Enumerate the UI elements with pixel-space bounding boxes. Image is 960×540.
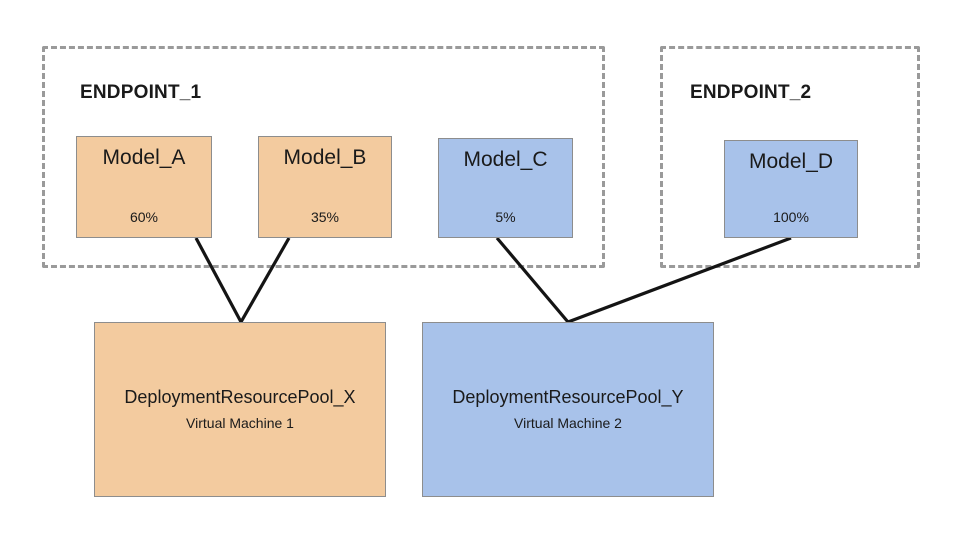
endpoint-1-title: ENDPOINT_1 bbox=[80, 82, 202, 103]
model-d-traffic-split: 100% bbox=[773, 209, 809, 225]
pool-box-deploymentresourcepool-y[interactable]: DeploymentResourcePool_Y Virtual Machine… bbox=[422, 322, 714, 497]
pool-box-deploymentresourcepool-x[interactable]: DeploymentResourcePool_X Virtual Machine… bbox=[94, 322, 386, 497]
model-b-name: Model_B bbox=[283, 146, 367, 169]
pool-y-machine: Virtual Machine 2 bbox=[514, 415, 622, 432]
model-d-name: Model_D bbox=[748, 150, 834, 173]
model-a-traffic-split: 60% bbox=[129, 209, 159, 225]
endpoint-2-title: ENDPOINT_2 bbox=[690, 82, 812, 103]
endpoint-group-1[interactable] bbox=[42, 46, 605, 268]
model-box-model-c[interactable]: Model_C 5% bbox=[438, 138, 573, 238]
model-box-model-b[interactable]: Model_B 35% bbox=[258, 136, 392, 238]
pool-y-name: DeploymentResourcePool_Y bbox=[452, 386, 684, 407]
pool-x-machine: Virtual Machine 1 bbox=[186, 415, 294, 432]
model-a-name: Model_A bbox=[102, 146, 186, 169]
model-box-model-a[interactable]: Model_A 60% bbox=[76, 136, 212, 238]
model-c-name: Model_C bbox=[463, 148, 548, 171]
model-b-traffic-split: 35% bbox=[310, 209, 340, 225]
model-box-model-d[interactable]: Model_D 100% bbox=[724, 140, 858, 238]
pool-x-name: DeploymentResourcePool_X bbox=[124, 386, 356, 407]
model-c-traffic-split: 5% bbox=[495, 209, 516, 225]
